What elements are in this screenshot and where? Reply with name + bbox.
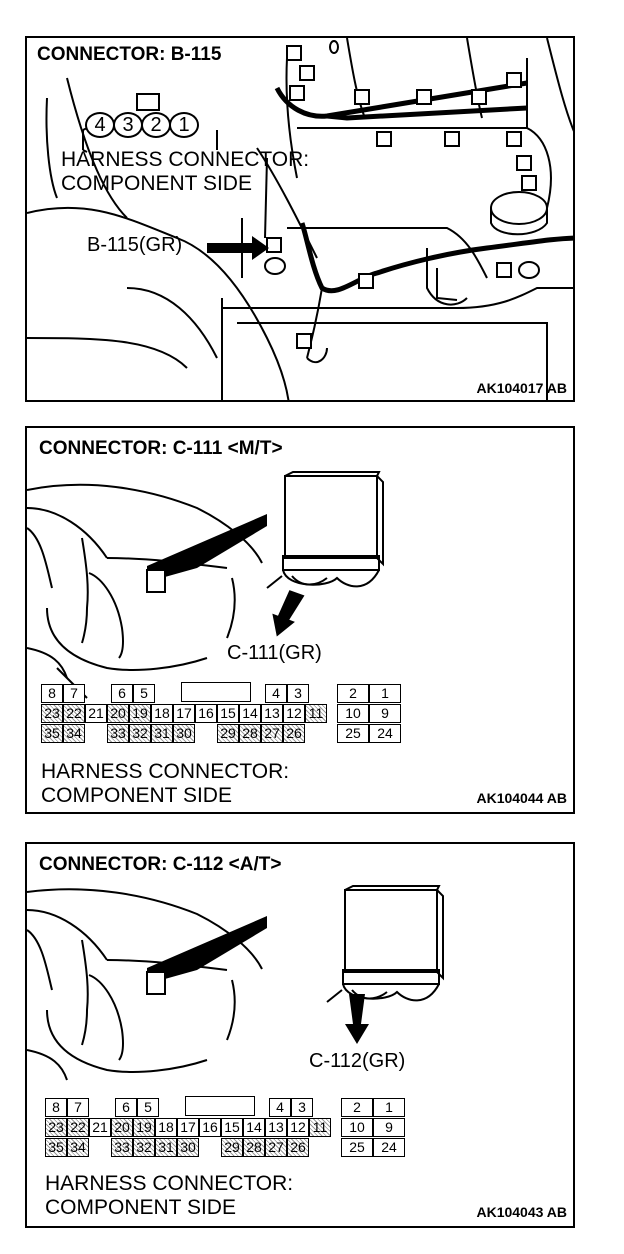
panel-title: CONNECTOR: C-112 <A/T> — [39, 854, 282, 875]
pin-cell: 31 — [151, 724, 173, 743]
pin-cell: 2 — [337, 684, 369, 703]
pin-cell: 27 — [265, 1138, 287, 1157]
panel-title: CONNECTOR: C-111 <M/T> — [39, 438, 283, 459]
pin-label: 2 — [141, 112, 171, 138]
pin-cell: 6 — [111, 684, 133, 703]
pin-cell: 16 — [199, 1118, 221, 1137]
pin-label: 1 — [169, 112, 199, 138]
connector-callout: C-111(GR) — [227, 642, 322, 664]
pin-cell: 7 — [67, 1098, 89, 1117]
pin-cell: 17 — [173, 704, 195, 723]
pin-cell: 19 — [133, 1118, 155, 1137]
pin-cell: 11 — [309, 1118, 331, 1137]
pin-cell: 22 — [63, 704, 85, 723]
figure-code: AK104017 AB — [476, 380, 567, 396]
dashboard-illustration — [27, 885, 444, 1081]
pin-cell: 13 — [261, 704, 283, 723]
pin-cell: 32 — [133, 1138, 155, 1157]
pin-cell: 26 — [287, 1138, 309, 1157]
pin-cell: 13 — [265, 1118, 287, 1137]
pin-cell: 19 — [129, 704, 151, 723]
dashboard-illustration — [27, 471, 384, 699]
engine-bay-illustration — [27, 38, 573, 400]
pin-cell: 33 — [111, 1138, 133, 1157]
pin-cell: 35 — [41, 724, 63, 743]
pin-cell: 7 — [63, 684, 85, 703]
pin-cell: 25 — [337, 724, 369, 743]
pin-cell: 3 — [287, 684, 309, 703]
pin-cell: 29 — [217, 724, 239, 743]
pin-cell: 1 — [369, 684, 401, 703]
pin-cell: 21 — [89, 1118, 111, 1137]
pin-cell: 15 — [217, 704, 239, 723]
subtitle-line-2: COMPONENT SIDE — [45, 1196, 236, 1219]
pin-label: 3 — [113, 112, 143, 138]
subtitle-line-2: COMPONENT SIDE — [41, 784, 232, 807]
pin-cell: 20 — [111, 1118, 133, 1137]
pin-cell: 1 — [373, 1098, 405, 1117]
pin-cell: 33 — [107, 724, 129, 743]
pin-cell: 3 — [291, 1098, 313, 1117]
pin-cell: 23 — [41, 704, 63, 723]
pin-cell: 6 — [115, 1098, 137, 1117]
pin-cell: 25 — [341, 1138, 373, 1157]
pin-cell: 30 — [177, 1138, 199, 1157]
pin-cell: 11 — [305, 704, 327, 723]
subtitle-line-1: HARNESS CONNECTOR: — [61, 148, 310, 171]
pin-cell: 18 — [151, 704, 173, 723]
subtitle-line-1: HARNESS CONNECTOR: — [45, 1172, 294, 1195]
pin-cell: 17 — [177, 1118, 199, 1137]
figure-code: AK104043 AB — [476, 1204, 567, 1220]
connector-callout: B-115(GR) — [87, 234, 183, 256]
figure-code: AK104044 AB — [476, 790, 567, 806]
pin-cell: 30 — [173, 724, 195, 743]
pin-cell: 24 — [369, 724, 401, 743]
subtitle-line-2: COMPONENT SIDE — [61, 172, 252, 195]
pin-cell: 12 — [283, 704, 305, 723]
pin-cell: 29 — [221, 1138, 243, 1157]
pin-cell: 34 — [63, 724, 85, 743]
panel-title: CONNECTOR: B-115 — [37, 44, 222, 65]
pin-cell: 15 — [221, 1118, 243, 1137]
connector-key-slot — [181, 682, 251, 702]
pin-label: 4 — [85, 112, 115, 138]
pin-cell: 31 — [155, 1138, 177, 1157]
pin-cell: 16 — [195, 704, 217, 723]
pin-cell: 4 — [265, 684, 287, 703]
pin-cell: 10 — [337, 704, 369, 723]
pin-cell: 5 — [133, 684, 155, 703]
panel-connector-b115: CONNECTOR: B-115 4 3 2 1 HARNESS CONNECT… — [25, 36, 575, 402]
pin-cell: 18 — [155, 1118, 177, 1137]
pin-cell: 14 — [239, 704, 261, 723]
pin-cell: 21 — [85, 704, 107, 723]
pin-cell: 12 — [287, 1118, 309, 1137]
pin-cell: 27 — [261, 724, 283, 743]
pin-cell: 8 — [41, 684, 63, 703]
pin-cell: 35 — [45, 1138, 67, 1157]
pin-cell: 24 — [373, 1138, 405, 1157]
pin-cell: 22 — [67, 1118, 89, 1137]
pin-cell: 32 — [129, 724, 151, 743]
subtitle-line-1: HARNESS CONNECTOR: — [41, 760, 290, 783]
pin-cell: 2 — [341, 1098, 373, 1117]
pin-cell: 28 — [243, 1138, 265, 1157]
pin-cell: 34 — [67, 1138, 89, 1157]
pin-cell: 26 — [283, 724, 305, 743]
pin-cell: 9 — [369, 704, 401, 723]
pin-cell: 8 — [45, 1098, 67, 1117]
pin-cell: 23 — [45, 1118, 67, 1137]
pin-cell: 5 — [137, 1098, 159, 1117]
connector-key-slot — [185, 1096, 255, 1116]
pin-cell: 20 — [107, 704, 129, 723]
pin-cell: 4 — [269, 1098, 291, 1117]
pin-cell: 14 — [243, 1118, 265, 1137]
pin-cell: 9 — [373, 1118, 405, 1137]
pin-cell: 28 — [239, 724, 261, 743]
connector-callout: C-112(GR) — [309, 1050, 406, 1072]
pin-cell: 10 — [341, 1118, 373, 1137]
